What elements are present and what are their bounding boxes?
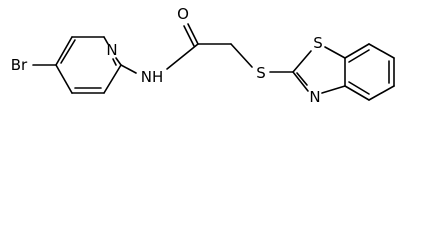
bond <box>292 50 312 73</box>
bond <box>348 81 370 95</box>
bond-c-o <box>187 23 199 45</box>
bond <box>368 43 395 59</box>
bond <box>112 58 117 66</box>
structure-canvas: Br N NH O S S N <box>11 5 395 106</box>
bond-ch2-s <box>230 43 253 68</box>
bond-nh-co <box>166 43 199 70</box>
thioether-sulfur-label: S <box>256 64 266 82</box>
amide-nh-label: NH <box>141 68 164 86</box>
bond <box>321 85 346 94</box>
bond <box>55 36 73 66</box>
benzothiazole-ring <box>292 43 395 101</box>
bond <box>103 64 122 94</box>
thiazole-nitrogen-label: N <box>309 88 320 106</box>
bond <box>324 46 346 59</box>
bond <box>296 72 308 86</box>
bond <box>368 85 395 101</box>
bromine-label: Br <box>11 56 28 74</box>
pyridine-ring <box>55 36 122 94</box>
carbonyl-oxygen-label: O <box>177 5 189 23</box>
bond <box>344 43 370 59</box>
bond <box>103 36 109 45</box>
bond <box>60 39 76 64</box>
bond <box>115 57 122 66</box>
bond <box>55 64 73 94</box>
pyridine-nitrogen-label: N <box>106 41 117 59</box>
bond-c-nh <box>120 64 137 74</box>
bond <box>344 85 370 101</box>
thiazole-sulfur-label: S <box>313 34 323 52</box>
bond <box>348 49 370 63</box>
chemical-structure-diagram: Br N NH O S S N <box>11 5 395 106</box>
bond-c-o <box>183 25 195 47</box>
bond <box>292 71 309 92</box>
